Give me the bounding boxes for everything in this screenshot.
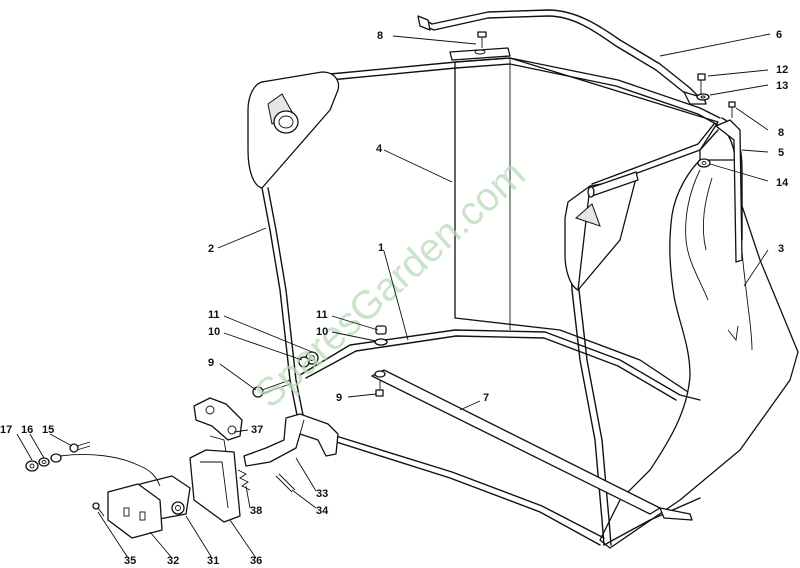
callout-8: 8	[377, 30, 383, 42]
callout-10: 10	[316, 326, 328, 338]
callout-34: 34	[316, 505, 329, 517]
right-top-tube	[587, 171, 639, 198]
callout-32: 32	[167, 555, 179, 567]
callout-6: 6	[776, 29, 782, 41]
bag-side-cloth	[599, 159, 799, 549]
spring-38	[237, 469, 251, 491]
bolt-12	[697, 73, 706, 94]
callout-10: 10	[208, 326, 220, 338]
callout-16: 16	[21, 424, 33, 436]
washer-13	[696, 93, 710, 101]
callout-11: 11	[208, 309, 220, 321]
top-handle	[417, 9, 707, 105]
callout-9: 9	[336, 392, 342, 404]
callout-8: 8	[778, 127, 784, 139]
washer-16	[38, 457, 50, 467]
screw-8-right	[728, 101, 736, 118]
callout-14: 14	[776, 177, 789, 189]
callout-17: 17	[0, 424, 12, 436]
pin-34	[275, 473, 296, 493]
callout-31: 31	[207, 555, 219, 567]
right-side-rail	[715, 119, 743, 263]
screw-35	[92, 502, 105, 517]
collector-frame	[261, 57, 743, 546]
callout-9: 9	[208, 357, 214, 369]
leader-lines	[16, 33, 771, 559]
bolt-9-bottom	[375, 380, 384, 397]
callout-13: 13	[776, 80, 788, 92]
nut-14	[697, 158, 711, 168]
terminal-15	[50, 453, 62, 463]
latch-bracket-37	[193, 397, 243, 441]
cover-plate-32	[107, 483, 163, 539]
callout-1: 1	[378, 242, 384, 254]
latch-arm-33	[243, 413, 339, 467]
latch-housing-36	[189, 435, 241, 523]
callout-33: 33	[316, 488, 328, 500]
callout-3: 3	[778, 243, 784, 255]
callout-35: 35	[124, 555, 136, 567]
bolt-9-left	[252, 379, 291, 398]
callout-2: 2	[208, 243, 214, 255]
switch-cable	[59, 454, 161, 487]
callout-labels: 8 6 12 13 8 5 14 4 3 2 1 11 10 11 10 9 9…	[0, 29, 789, 567]
washer-10-right	[374, 338, 388, 346]
callout-12: 12	[776, 64, 788, 76]
callout-5: 5	[778, 147, 784, 159]
callout-36: 36	[250, 555, 262, 567]
bottom-support-bar	[371, 369, 693, 521]
nut-17	[25, 460, 39, 472]
nut-11-right	[375, 325, 387, 335]
bolt-15	[69, 441, 91, 453]
callout-7: 7	[483, 392, 489, 404]
top-bracket	[449, 47, 511, 61]
callout-15: 15	[42, 424, 54, 436]
callout-4: 4	[376, 143, 383, 155]
callout-11: 11	[316, 309, 328, 321]
screw-8-top	[477, 31, 487, 48]
callout-37: 37	[251, 424, 263, 436]
callout-38: 38	[250, 505, 262, 517]
left-corner-plate	[247, 71, 340, 189]
